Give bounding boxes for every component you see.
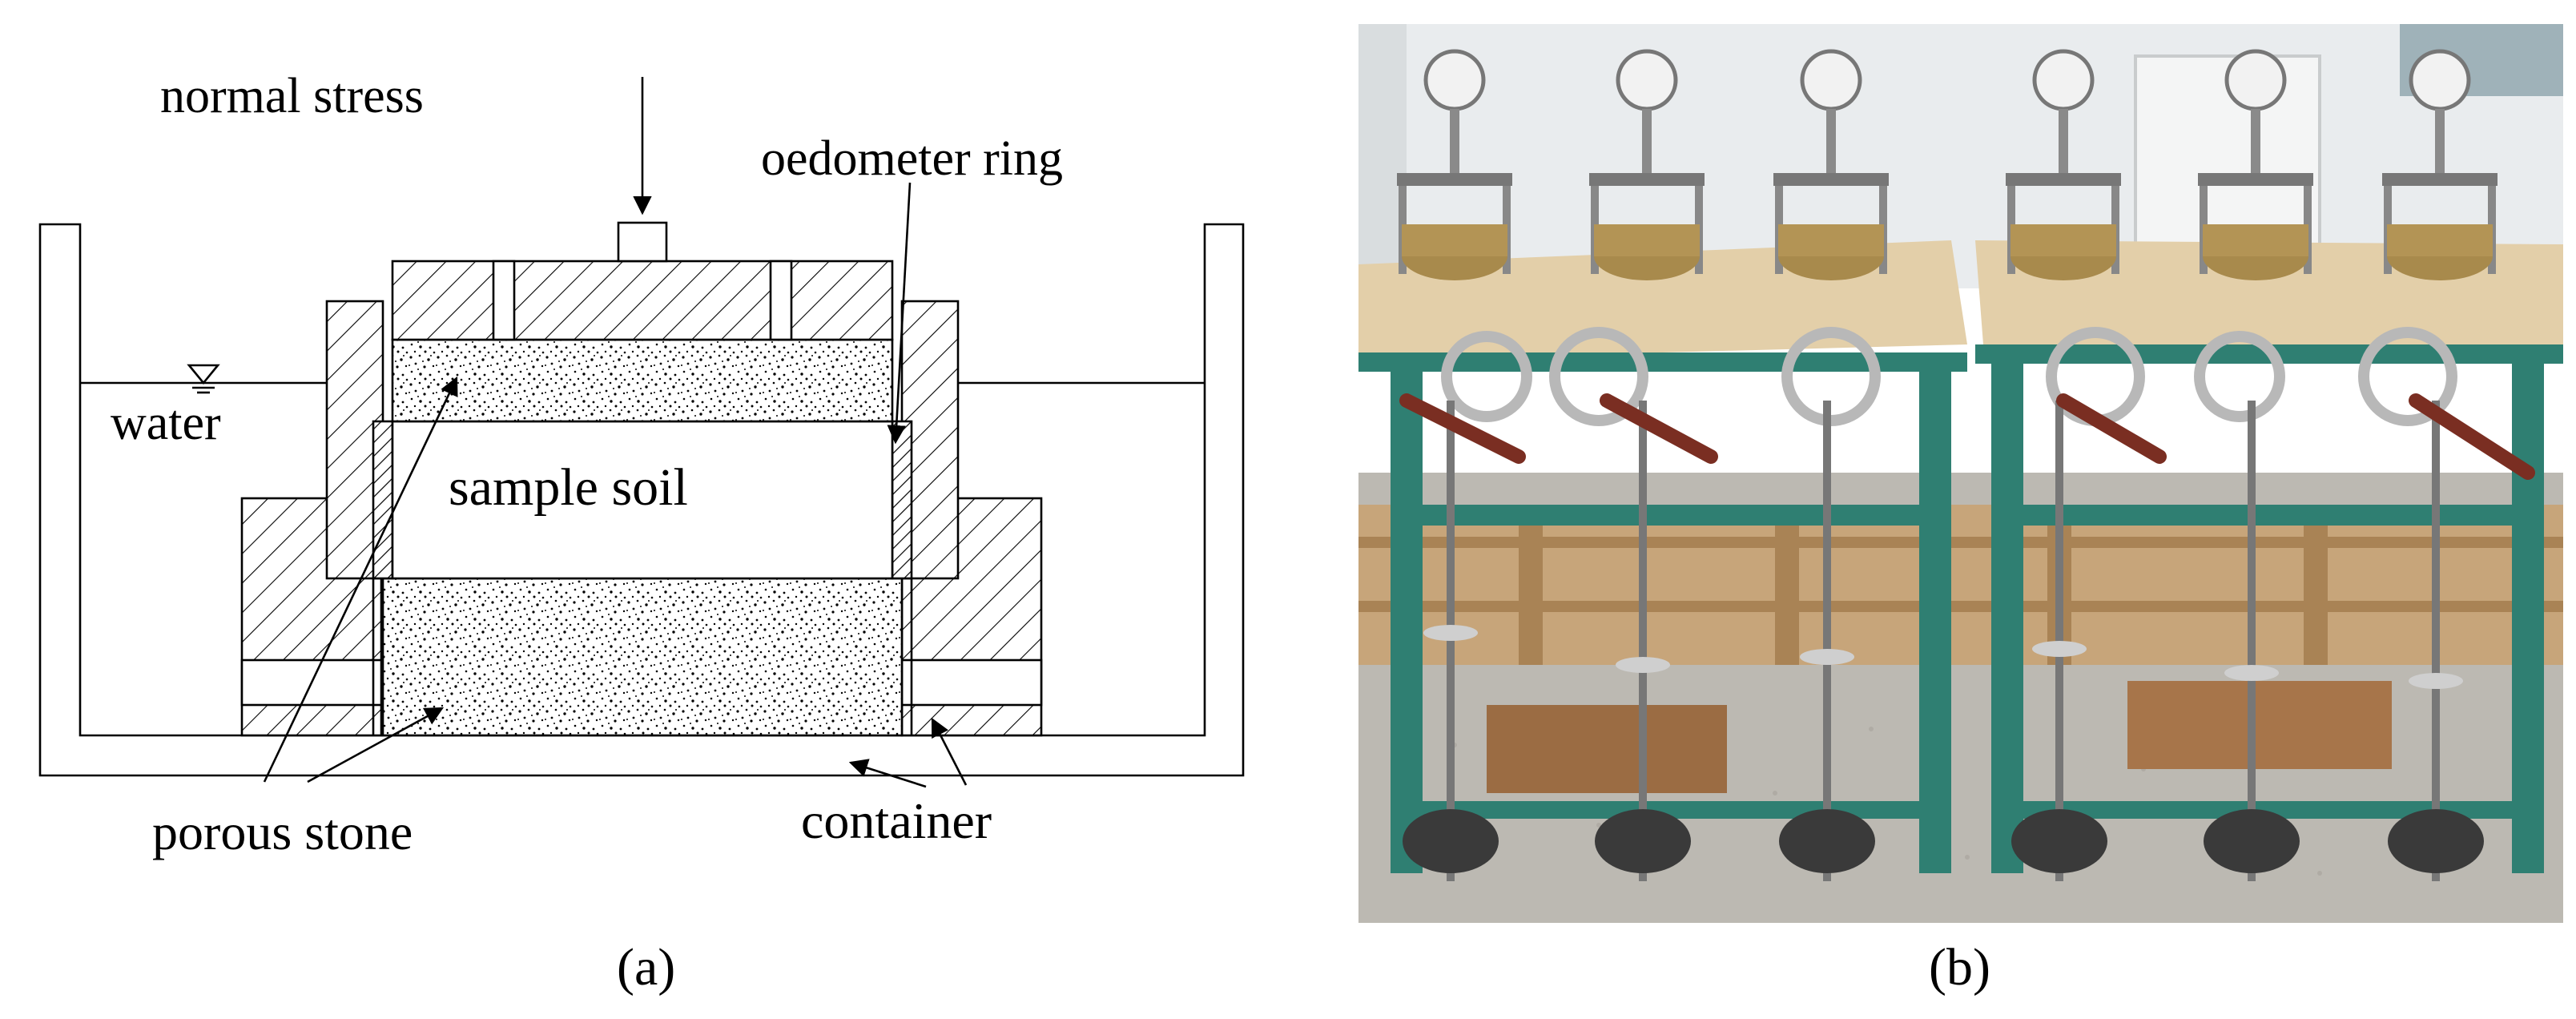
caption-panel-a: (a) [617, 938, 676, 997]
leader-container-block [931, 717, 968, 786]
porous-stone-top [391, 338, 894, 423]
cap-vent-right [769, 260, 793, 341]
loading-piston [617, 221, 668, 263]
leader-porous-stone-top [263, 376, 458, 783]
drain-slot-right [900, 659, 1043, 707]
caption-panel-b: (b) [1929, 938, 1990, 997]
oedometer-ring-left [372, 420, 394, 580]
label-porous-stone: porous stone [152, 804, 413, 860]
water-level-symbol [187, 364, 220, 394]
oedometer-ring-right [891, 420, 913, 580]
sample-soil-region [391, 420, 894, 580]
label-water: water [111, 396, 221, 450]
container-wall [38, 223, 1245, 777]
leader-porous-stone-bottom [307, 707, 445, 783]
label-normal-stress: normal stress [160, 69, 424, 123]
loading-cap [391, 260, 894, 341]
cap-vent-left [492, 260, 516, 341]
leader-container-base [848, 759, 927, 788]
label-container: container [801, 792, 992, 849]
label-oedometer-ring: oedometer ring [761, 131, 1063, 186]
porous-stone-bottom [381, 577, 904, 737]
leader-oedometer-ring [887, 182, 912, 445]
label-sample-soil: sample soil [449, 458, 688, 517]
apparatus-photo [1358, 24, 2563, 923]
